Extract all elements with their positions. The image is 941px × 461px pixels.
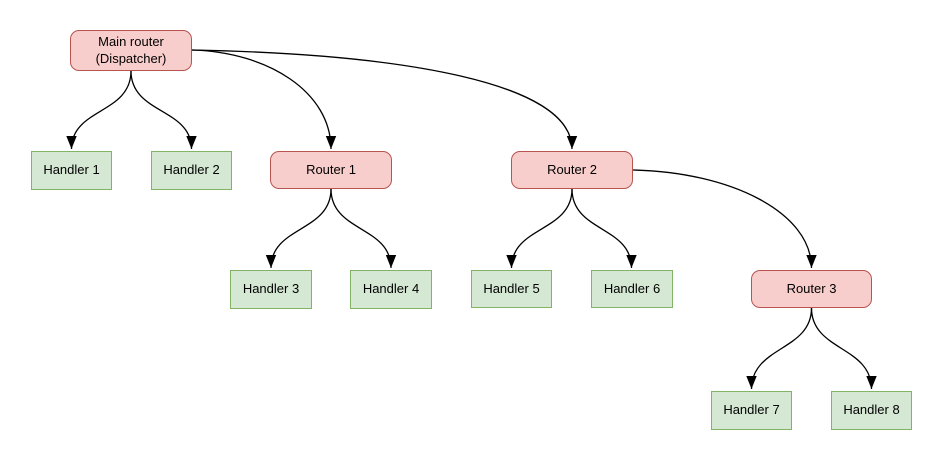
node-handler-2: Handler 2 [151,151,232,190]
node-handler-6: Handler 6 [591,270,673,308]
edge-main-to-router-2 [191,49,578,150]
node-handler-4: Handler 4 [350,270,432,309]
node-main-router: Main router (Dispatcher) [70,30,192,71]
edge-router-3-to-handler-8 [810,307,877,390]
node-router-2: Router 2 [511,151,633,189]
node-handler-5: Handler 5 [471,270,552,308]
node-handler-8: Handler 8 [831,391,912,430]
node-handler-7: Handler 7 [711,391,792,430]
edge-main-to-handler-1 [66,70,132,150]
edge-router-3-to-handler-7 [746,307,813,390]
node-handler-3: Handler 3 [230,270,312,309]
node-router-1: Router 1 [270,151,392,189]
edge-main-to-router-1 [191,49,337,150]
edge-router-1-to-handler-3 [265,188,332,269]
node-router-3: Router 3 [751,270,872,308]
edge-router-1-to-handler-4 [330,188,397,269]
edge-main-to-handler-2 [130,70,197,150]
edge-router-2-to-handler-5 [506,188,573,269]
edge-router-2-to-handler-6 [571,188,637,269]
node-handler-1: Handler 1 [31,151,112,190]
edge-router-2-to-router-3 [632,169,817,269]
